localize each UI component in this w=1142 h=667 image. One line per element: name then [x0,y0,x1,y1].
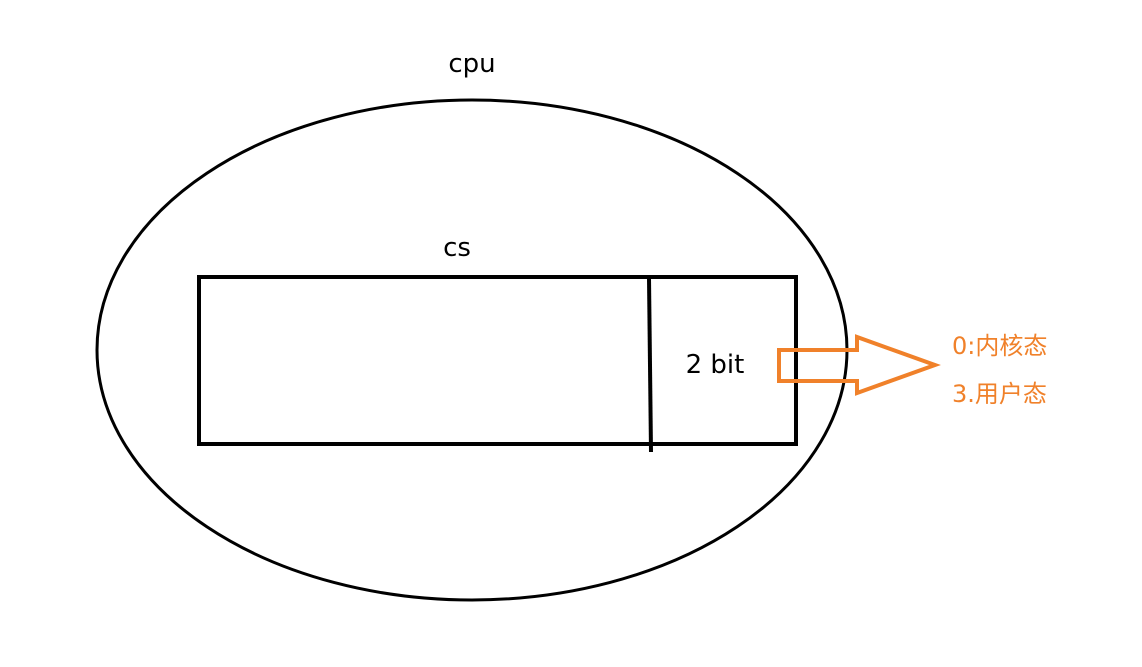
register-divider [647,277,653,453]
cs-label: cs [443,233,471,263]
privilege-bits-label: 2 bit [686,350,745,380]
cs-register-box [197,275,798,446]
kernel-mode-label: 0:内核态 [952,332,1047,360]
mode-arrow [777,334,941,396]
user-mode-label: 3.用户态 [952,380,1047,408]
cpu-label: cpu [448,49,495,79]
